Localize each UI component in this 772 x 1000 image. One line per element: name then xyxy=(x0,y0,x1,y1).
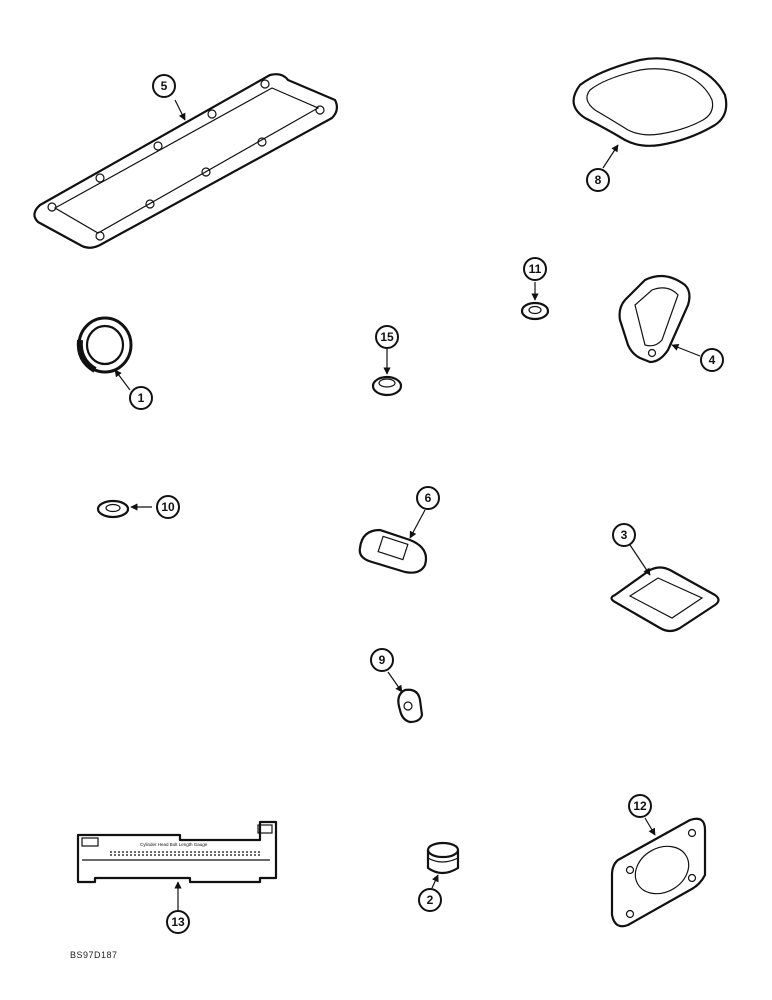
seal-1 xyxy=(76,316,133,374)
gasket-6 xyxy=(358,528,428,574)
callout-2: 2 xyxy=(418,888,442,912)
svg-text:11: 11 xyxy=(529,262,542,276)
svg-text:8: 8 xyxy=(595,173,602,187)
callout-15: 15 xyxy=(375,325,399,349)
svg-text:13: 13 xyxy=(171,915,185,929)
callout-6: 6 xyxy=(416,486,440,510)
svg-text:2: 2 xyxy=(427,893,434,907)
callout-8: 8 xyxy=(586,168,610,192)
plug-15 xyxy=(371,375,403,397)
gasket-3 xyxy=(610,566,720,633)
callout-12: 12 xyxy=(628,794,652,818)
svg-text:9: 9 xyxy=(379,653,386,667)
callout-1: 1 xyxy=(129,386,153,410)
gasket-8 xyxy=(572,57,728,147)
callout-11: 11 xyxy=(523,257,547,281)
svg-text:15: 15 xyxy=(380,330,394,344)
svg-text:5: 5 xyxy=(161,79,168,93)
plug-2 xyxy=(426,841,460,875)
callout-4: 4 xyxy=(700,348,724,372)
svg-text:3: 3 xyxy=(621,528,628,542)
figure-code: BS97D187 xyxy=(70,950,118,960)
clip-9 xyxy=(397,688,424,724)
gasket-5 xyxy=(33,73,339,249)
gasket-4 xyxy=(618,274,691,364)
svg-text:1: 1 xyxy=(138,391,145,405)
callout-9: 9 xyxy=(370,648,394,672)
callout-10: 10 xyxy=(156,495,180,519)
gauge-card-title: Cylinder Head Bolt Length Gauge xyxy=(140,842,208,847)
callout-5: 5 xyxy=(152,74,176,98)
svg-text:6: 6 xyxy=(425,491,432,505)
svg-text:4: 4 xyxy=(709,353,716,367)
callout-3: 3 xyxy=(612,523,636,547)
gasket-12 xyxy=(610,817,707,928)
svg-text:12: 12 xyxy=(633,799,647,813)
gauge-card-13: Cylinder Head Bolt Length Gauge xyxy=(76,820,278,884)
callout-13: 13 xyxy=(166,910,190,934)
svg-text:10: 10 xyxy=(161,500,175,514)
washer-10 xyxy=(96,499,130,519)
washer-11 xyxy=(520,301,550,321)
